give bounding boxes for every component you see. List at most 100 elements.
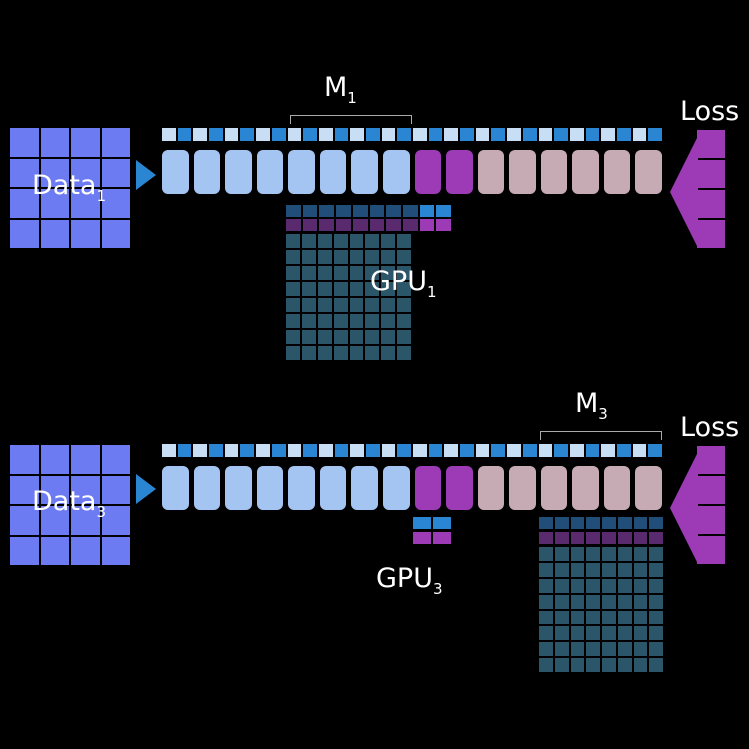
param-cell	[522, 128, 537, 141]
activation-cell	[381, 234, 396, 248]
layer-block	[572, 466, 599, 510]
activation-cell	[301, 250, 316, 264]
param-cell	[318, 128, 333, 141]
layer-block	[509, 150, 536, 194]
activation-cell	[333, 314, 348, 328]
activation-cell	[301, 266, 316, 280]
gpu-grad-cell	[413, 532, 431, 544]
activation-cell	[617, 658, 632, 672]
loss-label-1: Loss	[680, 96, 740, 127]
activation-cell	[397, 234, 411, 248]
layer-block	[288, 466, 315, 510]
activation-cell	[602, 610, 616, 625]
gpu-param-cell	[319, 205, 335, 217]
activation-cell	[649, 562, 663, 577]
gpu-grad-cell	[352, 219, 368, 231]
param-cell	[271, 444, 286, 457]
layer-block	[603, 466, 631, 510]
activation-cell	[539, 594, 553, 609]
activation-cell	[649, 578, 663, 593]
activation-cell	[570, 594, 585, 609]
gpu-activation-grid-3	[539, 547, 663, 672]
layer-block	[193, 150, 221, 194]
activation-cell	[617, 642, 632, 657]
activation-cell	[649, 626, 663, 641]
param-cell	[475, 444, 490, 457]
activation-cell	[586, 594, 600, 609]
layer-block	[225, 466, 252, 510]
param-cell	[522, 444, 537, 457]
activation-cell	[365, 346, 380, 360]
activation-cell	[554, 610, 569, 625]
gpu-grad-cell	[402, 219, 418, 231]
gpu-grad-cell	[302, 219, 318, 231]
activation-cell	[333, 234, 348, 248]
activation-cell	[301, 314, 316, 328]
gpu-param-cell	[286, 205, 301, 217]
gpu-grad-row-1	[286, 219, 452, 231]
activation-cell	[554, 658, 569, 672]
activation-cell	[349, 234, 364, 248]
gpu-grad-cell	[649, 532, 663, 544]
param-strip-3	[162, 444, 662, 457]
activation-cell	[570, 562, 585, 577]
data-label-1: Data1	[32, 170, 107, 205]
layer-block	[414, 150, 442, 194]
gpu-grad-cell	[617, 532, 632, 544]
param-cell	[601, 444, 615, 457]
gpu-param-cell	[436, 205, 452, 217]
gpu-param-cell	[419, 205, 435, 217]
gpu-grad-cell	[436, 219, 452, 231]
gpu-grad-cell	[539, 532, 553, 544]
activation-cell	[349, 282, 364, 296]
layer-block	[382, 150, 410, 194]
activation-cell	[397, 314, 411, 328]
param-cell	[303, 444, 317, 457]
layer-block	[540, 466, 568, 510]
activation-cell	[617, 610, 632, 625]
param-cell	[177, 128, 192, 141]
activation-cell	[301, 234, 316, 248]
layer-blocks-1	[162, 150, 662, 194]
gpu-param-cell	[570, 517, 585, 529]
activation-cell	[333, 266, 348, 280]
layer-block	[540, 150, 568, 194]
activation-cell	[301, 298, 316, 312]
activation-cell	[649, 642, 663, 657]
param-cell	[162, 128, 176, 141]
model-brace-1	[290, 115, 412, 124]
param-cell	[616, 128, 631, 141]
gpu-param-cell	[352, 205, 368, 217]
param-cell	[397, 444, 411, 457]
param-cell	[177, 444, 192, 457]
param-cell	[365, 444, 380, 457]
activation-cell	[602, 658, 616, 672]
activation-cell	[333, 346, 348, 360]
gpu-param-cell	[539, 517, 553, 529]
param-cell	[240, 444, 255, 457]
input-arrow-1	[136, 160, 156, 190]
param-cell	[460, 444, 474, 457]
param-cell	[334, 128, 349, 141]
activation-cell	[539, 642, 553, 657]
param-cell	[616, 444, 631, 457]
activation-cell	[570, 658, 585, 672]
activation-cell	[286, 250, 300, 264]
param-cell	[397, 128, 411, 141]
activation-cell	[602, 547, 616, 561]
param-cell	[444, 444, 459, 457]
gpu-param-cell	[386, 205, 401, 217]
param-cell	[538, 444, 553, 457]
activation-cell	[554, 578, 569, 593]
param-cell	[601, 128, 615, 141]
param-cell	[585, 128, 600, 141]
gpu-param-row-3a	[413, 517, 451, 529]
activation-cell	[317, 346, 332, 360]
activation-cell	[381, 330, 396, 344]
gpu-grad-cell	[386, 219, 401, 231]
param-cell	[648, 128, 662, 141]
activation-cell	[286, 234, 300, 248]
param-cell	[428, 444, 443, 457]
activation-cell	[301, 330, 316, 344]
activation-cell	[554, 642, 569, 657]
